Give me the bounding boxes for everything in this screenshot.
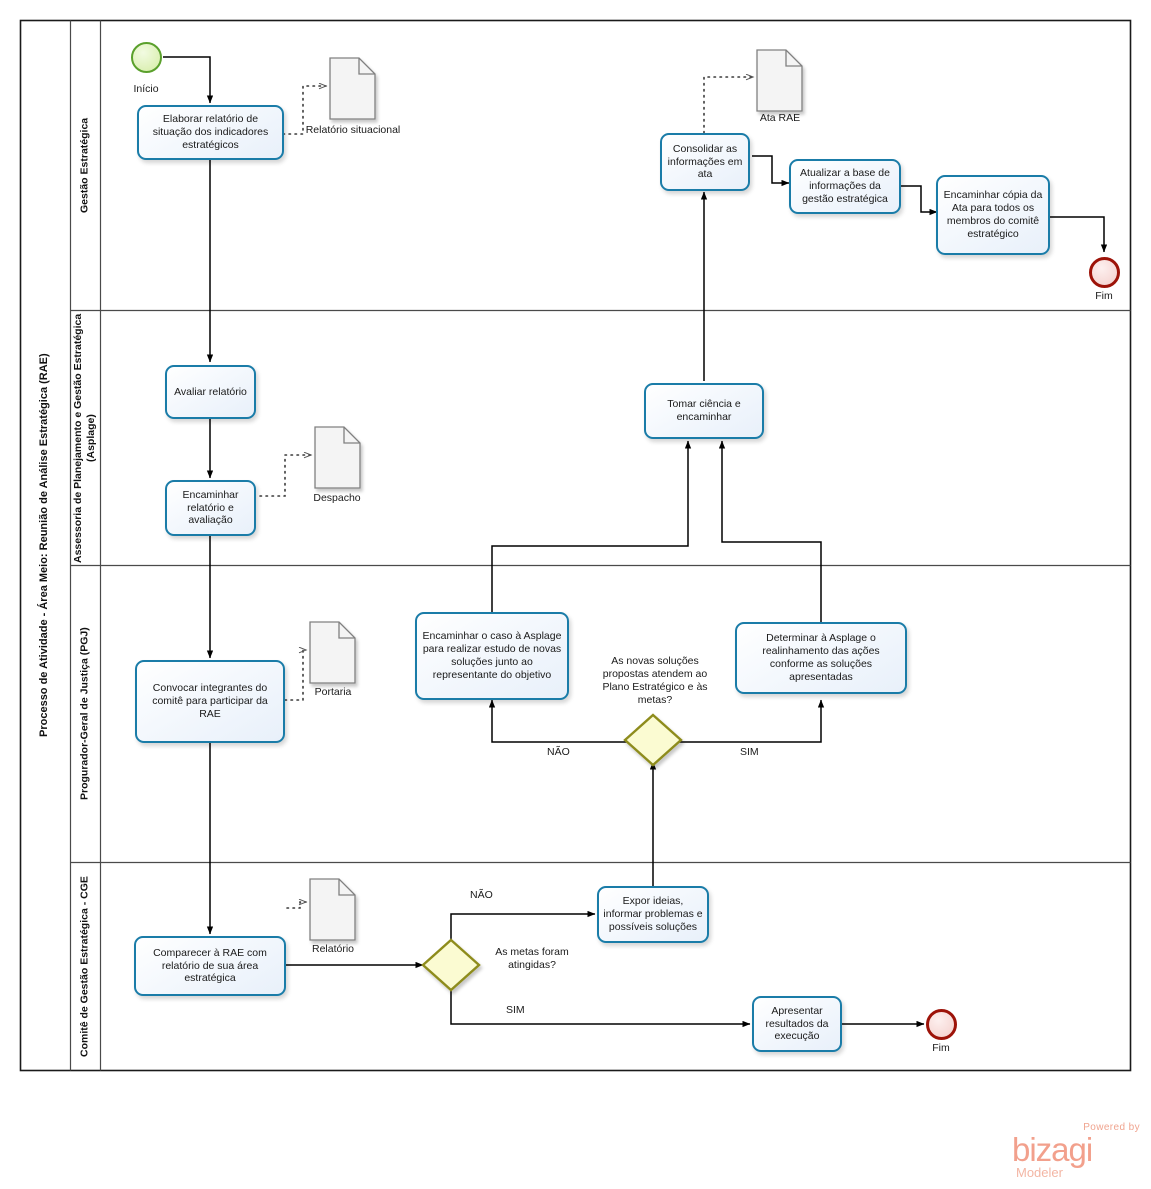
task-atualizar-base[interactable]: Atualizar a base de informações da gestã…: [789, 159, 901, 214]
task-apresentar-resultados[interactable]: Apresentar resultados da execução: [752, 996, 842, 1052]
lane-title-pgj: Progurador-Geral de Justiça (PGJ): [78, 627, 91, 801]
end-event-fim-gestao-label: Fim: [1095, 290, 1113, 302]
sequence-flows: [163, 56, 1108, 1028]
lane-title-asplage: Assessoria de Planejamento e Gestão Estr…: [71, 313, 97, 563]
doc-relatorio-label: Relatório: [311, 943, 355, 955]
bizagi-powered-by-text: Powered by: [1083, 1122, 1140, 1133]
task-encaminhar-relatorio-avaliacao[interactable]: Encaminhar relatório e avaliação: [165, 480, 256, 536]
lane-title-gestao-estrategica: Gestão Estratégica: [78, 117, 91, 213]
lane-title-cge: Comitê de Gestão Estratégica - CGE: [78, 876, 91, 1057]
pool-frame: [19, 19, 1132, 1072]
task-comparecer-rae[interactable]: Comparecer à RAE com relatório de sua ár…: [134, 936, 286, 996]
doc-portaria-label: Portaria: [314, 686, 352, 698]
doc-despacho-label: Despacho: [313, 492, 361, 504]
gateway-novas-solucoes-label: As novas soluções propostas atendem ao P…: [602, 655, 708, 707]
doc-relatorio-situacional-label: Relatório situacional: [305, 124, 401, 136]
pool-title: Processo de Atividade - Área Meio: Reuni…: [38, 353, 51, 737]
flow-label-nao-solucoes: NÃO: [547, 746, 570, 758]
task-consolidar-ata[interactable]: Consolidar as informações em ata: [660, 133, 750, 191]
task-convocar-integrantes[interactable]: Convocar integrantes do comitê para part…: [135, 660, 285, 743]
end-event-fim-cge[interactable]: [926, 1009, 957, 1040]
start-event-inicio[interactable]: [131, 42, 162, 73]
task-avaliar-relatorio[interactable]: Avaliar relatório: [165, 365, 256, 419]
gateway-shapes: [421, 713, 683, 992]
task-encaminhar-caso-asplage[interactable]: Encaminhar o caso à Asplage para realiza…: [415, 612, 569, 700]
start-event-inicio-label: Início: [133, 83, 159, 95]
task-encaminhar-copia-ata[interactable]: Encaminhar cópia da Ata para todos os me…: [936, 175, 1050, 255]
flow-label-sim-metas: SIM: [506, 1004, 525, 1016]
task-tomar-ciencia[interactable]: Tomar ciência e encaminhar: [644, 383, 764, 439]
task-determinar-realinhamento[interactable]: Determinar à Asplage o realinhamento das…: [735, 622, 907, 694]
flow-label-nao-metas: NÃO: [470, 889, 493, 901]
task-expor-ideias[interactable]: Expor ideias, informar problemas e possí…: [597, 886, 709, 943]
bizagi-brand-text: bizagi: [1012, 1131, 1093, 1168]
end-event-fim-cge-label: Fim: [932, 1042, 950, 1054]
end-event-fim-gestao[interactable]: [1089, 257, 1120, 288]
doc-ata-rae-label: Ata RAE: [759, 112, 801, 124]
bizagi-product-text: Modeler: [1016, 1165, 1063, 1180]
task-elaborar-relatorio[interactable]: Elaborar relatório de situação dos indic…: [137, 105, 284, 160]
bizagi-logo: Powered by bizagi Modeler: [1012, 1122, 1144, 1180]
document-shapes: [309, 49, 803, 941]
gateway-metas-atingidas-label: As metas foram atingidas?: [495, 946, 569, 972]
flow-label-sim-solucoes: SIM: [740, 746, 759, 758]
association-flows: [259, 77, 753, 909]
